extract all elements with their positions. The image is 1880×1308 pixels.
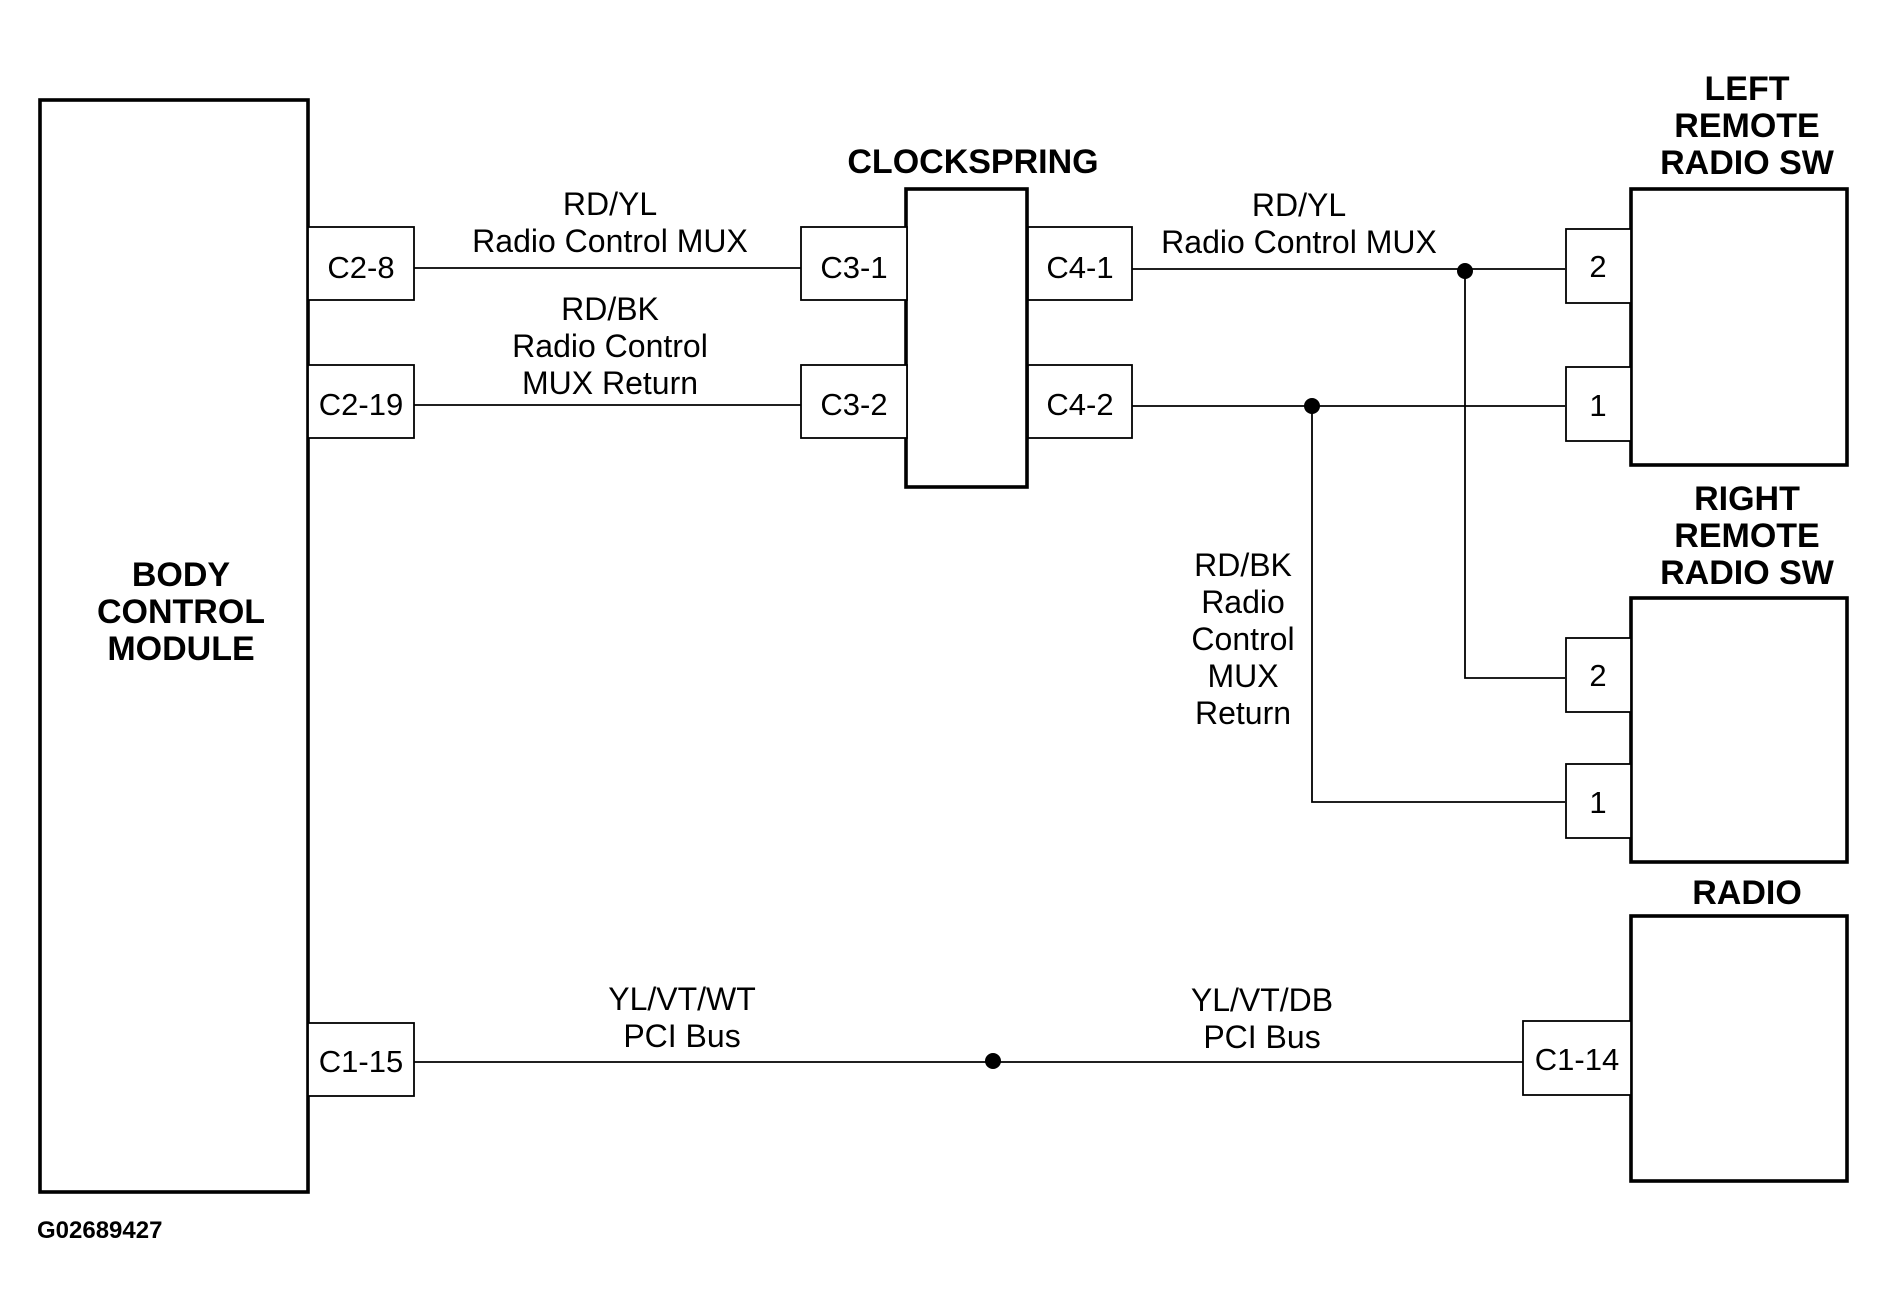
clockspring-box xyxy=(904,187,1029,489)
connector-c2-8 xyxy=(307,226,415,301)
connector-c2-19 xyxy=(307,364,415,439)
connector-c1-15-label: C1-15 xyxy=(319,1044,403,1079)
left-sw-pin-2 xyxy=(1565,228,1632,304)
radio-box xyxy=(1629,914,1849,1183)
wire-mux-return-to-right-sw xyxy=(1311,406,1565,803)
left-remote-radio-sw-box xyxy=(1629,187,1849,467)
splice-dot-mux-return xyxy=(1304,398,1320,414)
connector-c3-1-label: C3-1 xyxy=(820,250,887,285)
right-sw-pin-1 xyxy=(1565,763,1632,839)
connector-c1-14 xyxy=(1522,1020,1632,1096)
connector-c3-1 xyxy=(800,226,908,301)
connector-c2-8-label: C2-8 xyxy=(327,250,394,285)
right-remote-radio-sw-box xyxy=(1629,596,1849,864)
splice-dot-pci-bus xyxy=(985,1053,1001,1069)
right-sw-pin-2-label: 2 xyxy=(1589,658,1606,693)
left-sw-pin-2-label: 2 xyxy=(1589,249,1606,284)
splice-dot-mux xyxy=(1457,263,1473,279)
connector-c4-2 xyxy=(1027,364,1133,439)
connector-c3-2 xyxy=(800,364,908,439)
connector-c4-1 xyxy=(1027,226,1133,301)
figure-id: G02689427 xyxy=(37,1217,162,1244)
right-sw-pin-1-label: 1 xyxy=(1589,785,1606,820)
radio-label: RADIO xyxy=(1692,874,1802,912)
wire-radio-control-mux-to-right-sw xyxy=(1464,271,1565,679)
connector-c1-14-label: C1-14 xyxy=(1535,1042,1619,1077)
left-sw-pin-1 xyxy=(1565,366,1632,442)
connector-c1-15 xyxy=(307,1022,415,1097)
body-control-module-box xyxy=(38,98,310,1194)
connector-c4-2-label: C4-2 xyxy=(1046,387,1113,422)
connector-c4-1-label: C4-1 xyxy=(1046,250,1113,285)
left-sw-pin-1-label: 1 xyxy=(1589,388,1606,423)
clockspring-label: CLOCKSPRING xyxy=(847,143,1098,181)
connector-c3-2-label: C3-2 xyxy=(820,387,887,422)
right-sw-pin-2 xyxy=(1565,637,1632,713)
connector-c2-19-label: C2-19 xyxy=(319,387,403,422)
